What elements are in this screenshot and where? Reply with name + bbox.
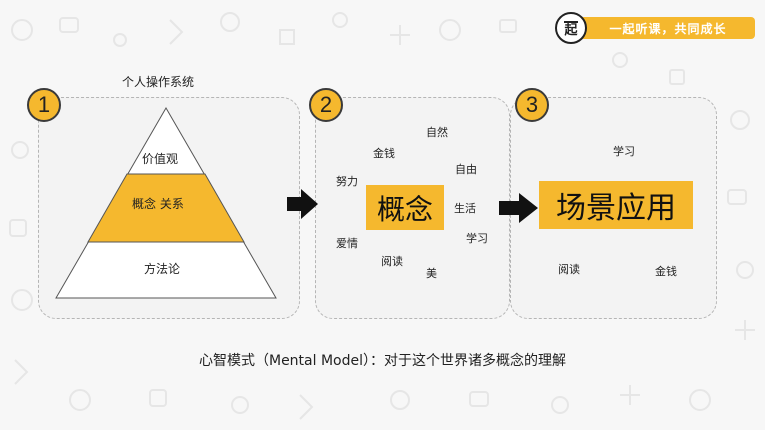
pyramid-level-middle: 概念 关系 [132,197,184,211]
concept-word-nature: 自然 [426,126,448,139]
concept-word-money: 金钱 [373,147,395,160]
pyramid-title: 个人操作系统 [122,75,195,89]
concept-word-study: 学习 [466,232,488,245]
step-badge-2: 2 [309,88,343,122]
concept-word-reading: 阅读 [381,255,403,268]
brand-logo-char: 起 [564,22,578,38]
brand-logo: 起 [555,12,587,44]
concept-word-love: 爱情 [336,237,358,250]
application-word-money: 金钱 [655,265,677,278]
step-badge-1: 1 [27,88,61,122]
concept-word-effort: 努力 [336,175,358,188]
step-badge-3: 3 [515,88,549,122]
caption-mental-model: 心智模式（Mental Model）：对于这个世界诸多概念的理解 [198,353,566,369]
pyramid-level-bottom: 方法论 [144,262,181,276]
application-center-box: 场景应用 [539,181,693,229]
application-word-reading: 阅读 [558,263,580,276]
concept-word-beauty: 美 [426,267,437,280]
concept-word-freedom: 自由 [455,163,477,176]
pyramid-diagram [55,107,277,299]
arrow-right-icon [287,189,318,219]
pyramid-level-top: 价值观 [142,152,179,166]
brand-logo-bar [564,21,578,23]
concept-word-life: 生活 [454,202,476,215]
pyramid-middle-band [87,173,245,243]
brand-tagline: 一起听课，共同成长 [581,17,755,39]
arrow-right-icon [499,193,538,223]
brand-header: 一起听课，共同成长 起 [555,12,755,44]
application-word-study: 学习 [613,145,635,158]
concept-center-box: 概念 [366,185,444,230]
